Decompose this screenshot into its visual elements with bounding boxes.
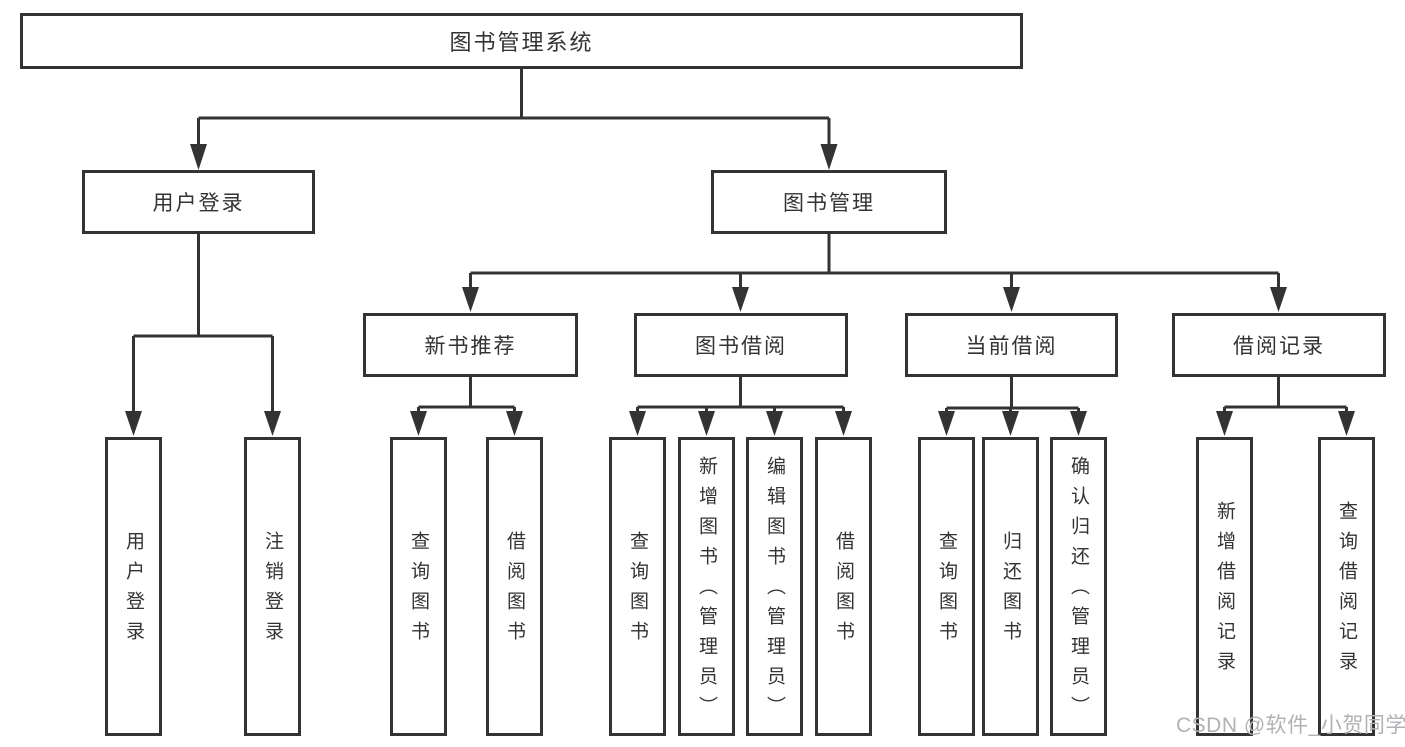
leaf-logout-login: 注销登录 [244, 437, 301, 736]
leaf-query-borrow-record: 查询借阅记录 [1318, 437, 1375, 736]
leaf-query-books-recommend: 查询图书 [390, 437, 447, 736]
leaf-return-books: 归还图书 [982, 437, 1039, 736]
node-root: 图书管理系统 [20, 13, 1023, 69]
leaf-borrow-books-borrow: 借阅图书 [815, 437, 872, 736]
leaf-query-books-current: 查询图书 [918, 437, 975, 736]
node-book-borrow: 图书借阅 [634, 313, 848, 377]
leaf-query-books-borrow: 查询图书 [609, 437, 666, 736]
node-new-book-recommend: 新书推荐 [363, 313, 578, 377]
csdn-watermark: CSDN @软件_小贺同学 [1176, 714, 1405, 737]
node-current-borrow: 当前借阅 [905, 313, 1118, 377]
leaf-user-login: 用户登录 [105, 437, 162, 736]
node-book-management: 图书管理 [711, 170, 947, 234]
leaf-edit-book-admin: 编辑图书（管理员） [746, 437, 803, 736]
arrowheads [125, 144, 1355, 436]
leaf-add-book-admin: 新增图书（管理员） [678, 437, 735, 736]
leaf-add-borrow-record: 新增借阅记录 [1196, 437, 1253, 736]
node-user-login: 用户登录 [82, 170, 315, 234]
node-borrow-records: 借阅记录 [1172, 313, 1386, 377]
leaf-confirm-return-admin: 确认归还（管理员） [1050, 437, 1107, 736]
leaf-borrow-books-recommend: 借阅图书 [486, 437, 543, 736]
